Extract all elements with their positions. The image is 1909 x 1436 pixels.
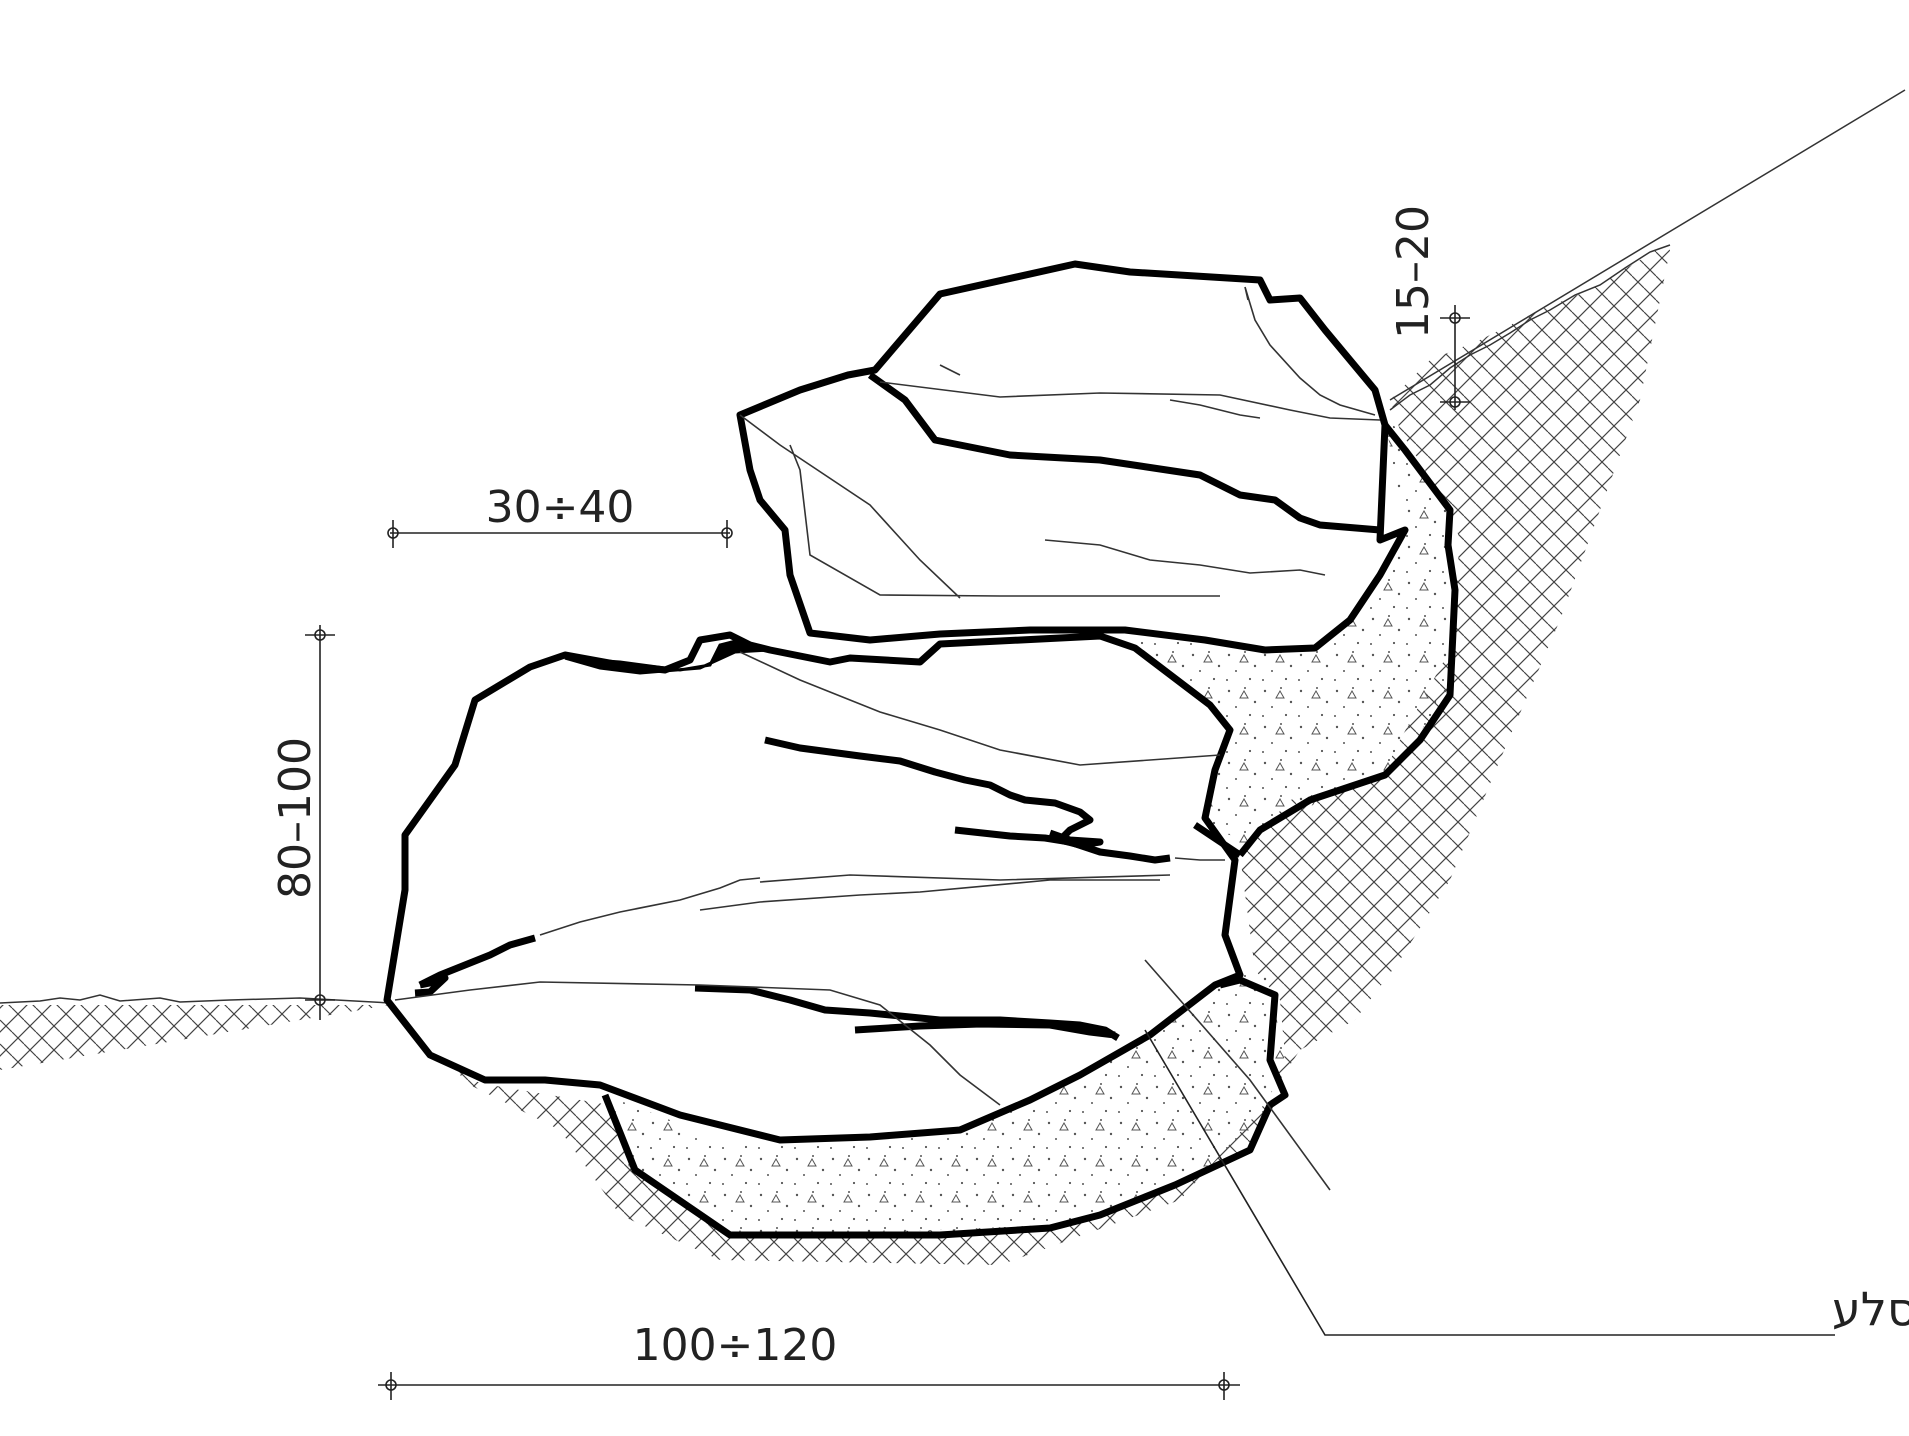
concrete-fill-lower: [605, 970, 1285, 1235]
slope-line: [1389, 89, 1906, 401]
lower-rock-crack-3: [694, 984, 1120, 1041]
concrete-bed-lower-outline: [601, 976, 1289, 1239]
concrete-note-label: בטון ב–15 ליצוב הסלע: [1832, 1282, 1909, 1336]
soil-hatch: [0, 245, 1670, 1265]
lower-rock-crack-4: [414, 934, 536, 997]
lower-rock-texture: [394, 651, 1331, 1191]
note-leader-line: [1144, 1029, 1835, 1336]
lower-rock-crack-2: [954, 826, 1171, 864]
upper-rock-texture: [739, 286, 1381, 599]
concrete-fill-upper: [1125, 420, 1455, 855]
concrete-bed-upper-outline: [1237, 422, 1459, 858]
dimension-gap-label: 15–20: [1388, 205, 1439, 339]
dimension-lower-width: 100÷120: [378, 1320, 1240, 1400]
dimension-lower-width-label: 100÷120: [633, 1320, 838, 1371]
lower-rock-top-fissure: [564, 638, 771, 675]
dimension-gap: 15–20: [1388, 205, 1470, 410]
slope-ground-line: [1389, 244, 1671, 411]
dimension-upper-offset: 30÷40: [387, 482, 733, 548]
dimension-height-label: 80–100: [270, 737, 321, 899]
dimension-height: 80–100: [270, 625, 335, 1020]
lower-upper-rock-gap-line: [1193, 822, 1242, 858]
ground-line: [0, 994, 391, 1004]
dimension-upper-offset-label: 30÷40: [486, 482, 635, 533]
upper-rock-joint: [867, 372, 1381, 534]
